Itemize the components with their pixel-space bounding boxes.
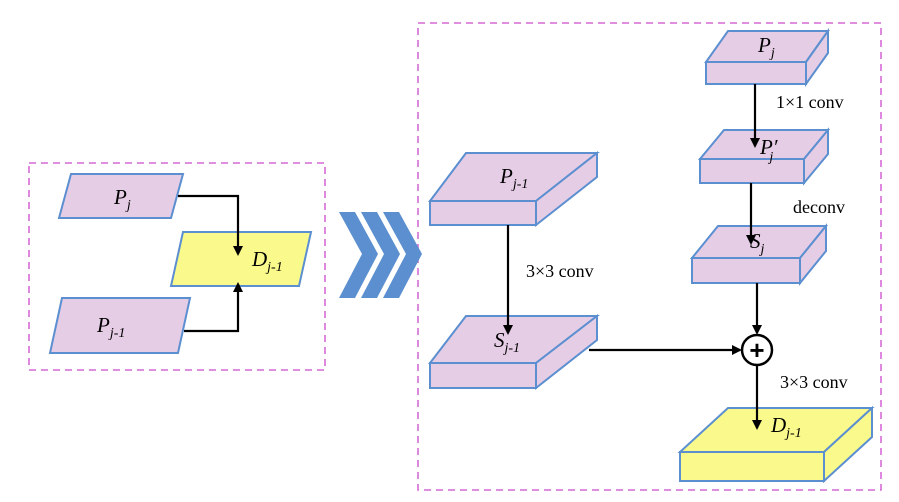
left-panel-border [28,162,326,371]
right-s-j-minus-1-block [427,313,600,391]
op-label-3x3-conv-right: 3×3 conv [780,372,848,392]
op-label-deconv: deconv [793,197,845,217]
left-d-j-minus-1-label: Dj-1 [251,247,283,275]
left-arrow-p-j-minus-1-to-d [184,282,243,333]
left-p-j-minus-1-label: Pj-1 [96,313,125,341]
right-p-j-label: Pj [757,33,775,61]
op-label-3x3-conv-left: 3×3 conv [526,261,594,281]
right-p-j-minus-1-label: Pj-1 [499,164,528,192]
left-arrow-p-j-to-d [178,194,243,256]
left-p-j-box [57,173,185,219]
sum-node-symbol: + [749,335,764,365]
left-p-j-label: Pj [113,185,131,213]
right-p-j-prime-block [697,127,831,186]
op-label-1x1-conv: 1×1 conv [776,92,844,112]
left-d-j-minus-1-box [169,231,313,287]
right-p-j-prime-label: P′j [759,135,778,165]
right-p-j-minus-1-block [428,150,600,228]
left-p-j-minus-1-box [48,297,192,354]
right-s-j-block [689,223,829,286]
right-s-j-minus-1-label: Sj-1 [494,328,520,356]
right-d-j-minus-1-label: Dj-1 [770,413,802,441]
right-p-j-block [704,27,830,88]
right-d-j-minus-1-block [677,405,875,484]
chevron-arrows-icon [339,212,422,298]
